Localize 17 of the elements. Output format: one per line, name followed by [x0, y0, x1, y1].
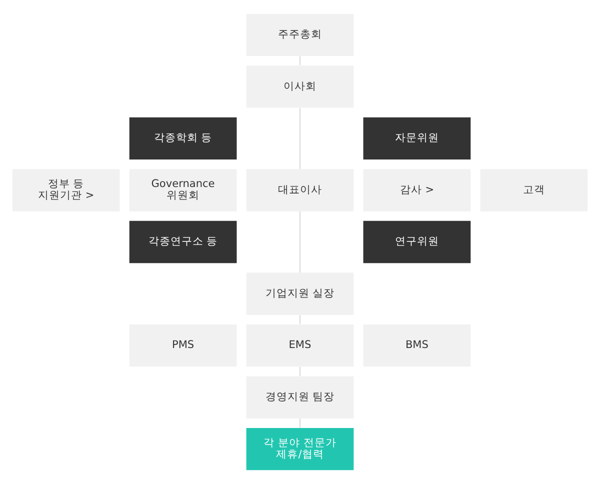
node-box: 연구위원: [363, 220, 471, 263]
node-box: 대표이사: [246, 168, 354, 211]
node-box: 각 분야 전문가 제휴/협력: [246, 427, 354, 470]
node-box: 경영지원 팀장: [246, 376, 354, 418]
connector: [299, 210, 301, 272]
node-box: 기업지원 실장: [246, 272, 354, 314]
node-box: 각종연구소 등: [129, 220, 237, 263]
connector: [299, 56, 301, 65]
connector: [299, 314, 301, 324]
node-box: 주주총회: [246, 13, 354, 56]
connector: [299, 107, 301, 169]
node-box: 각종학회 등: [129, 116, 237, 160]
connector: [299, 418, 301, 428]
node-box: 이사회: [246, 65, 354, 108]
node-box: 자문위원: [363, 116, 471, 160]
connector: [299, 366, 301, 376]
node-box: EMS: [246, 324, 354, 366]
